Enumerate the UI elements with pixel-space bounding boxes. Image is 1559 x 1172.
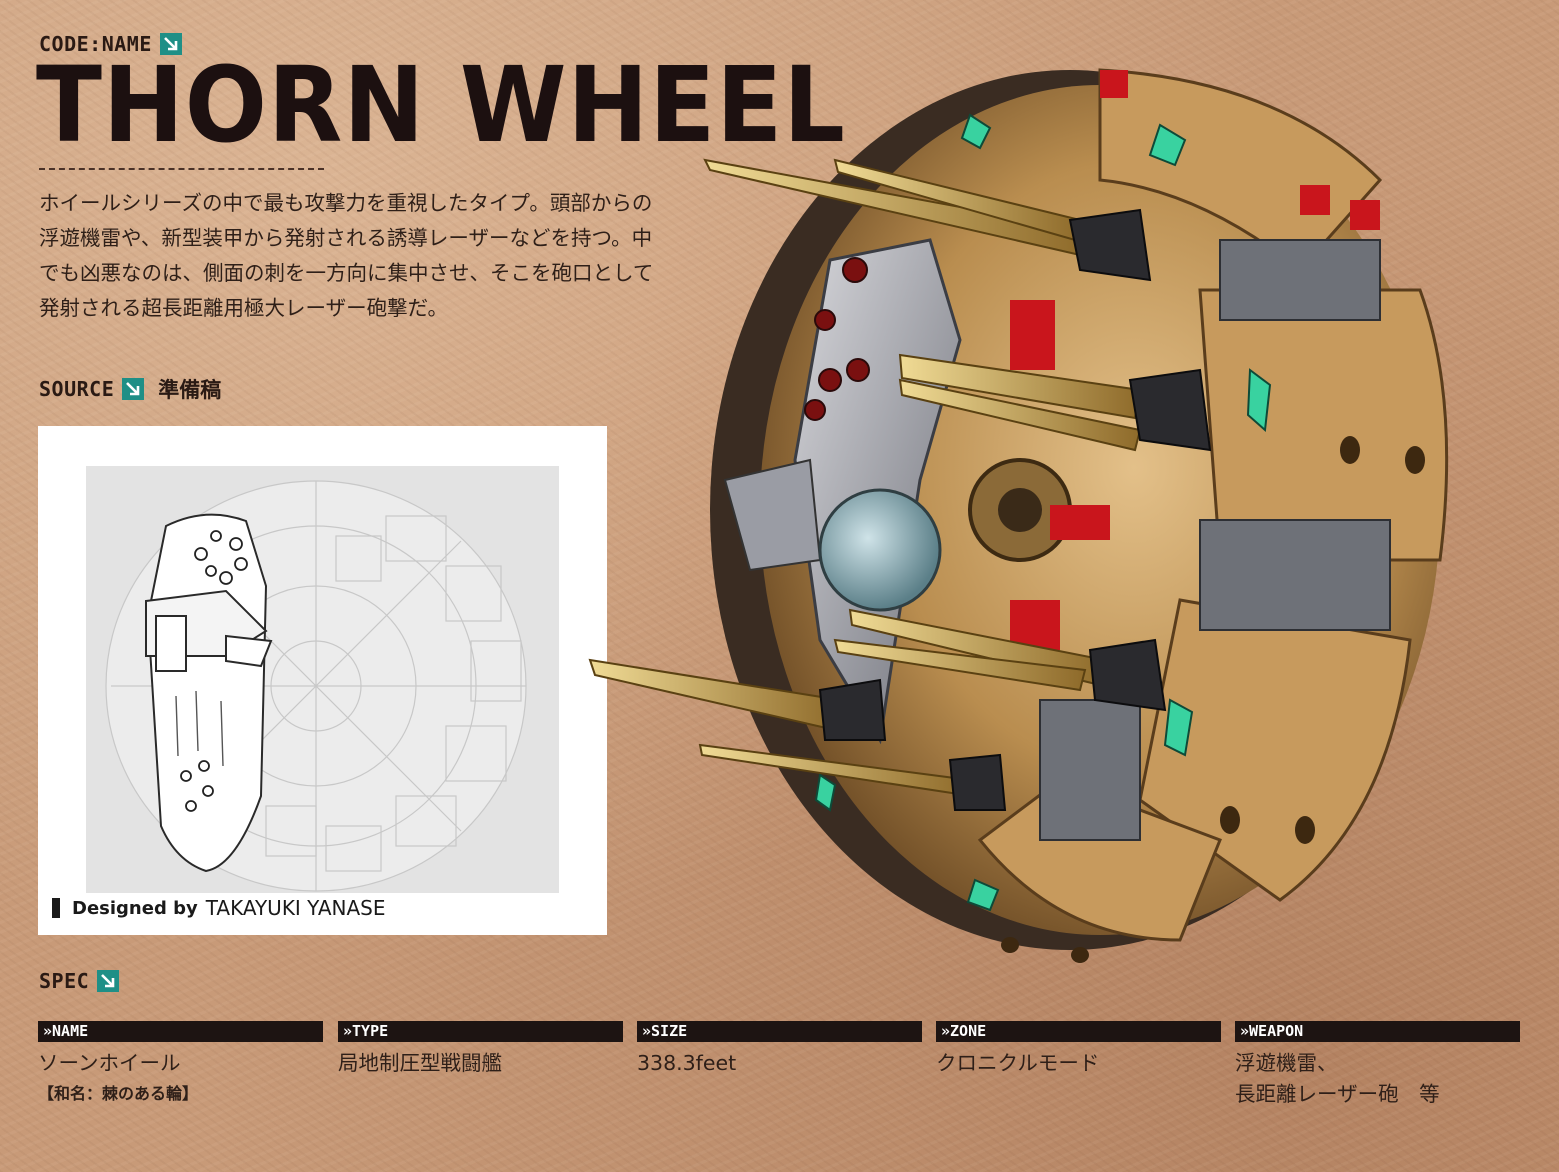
codename-label-text: CODE:NAME (39, 32, 152, 56)
spec-head: »WEAPON (1235, 1021, 1520, 1042)
page-title: THORN WHEEL (36, 44, 846, 166)
codename-label: CODE:NAME (39, 32, 182, 56)
arrow-down-right-icon (97, 970, 120, 992)
spec-label: SPEC (39, 969, 120, 993)
wireframe-sketch (105, 480, 527, 892)
designer-credit: Designed by TAKAYUKI YANASE (52, 896, 386, 920)
spec-value: 局地制圧型戦闘艦 (338, 1051, 502, 1075)
spec-value: ソーンホイール (38, 1051, 181, 1075)
spec-value-line2: 長距離レーザー砲 等 (1235, 1082, 1440, 1106)
spec-value: クロニクルモード (936, 1051, 1100, 1075)
spec-head: »ZONE (936, 1021, 1221, 1042)
spec-head: »SIZE (637, 1021, 922, 1042)
arrow-down-right-icon (122, 378, 145, 400)
spec-head: »TYPE (338, 1021, 623, 1042)
title-divider (39, 168, 324, 170)
spec-col-type: »TYPE 局地制圧型戦闘艦 (338, 1021, 623, 1079)
designed-by-label: Designed by (72, 897, 198, 919)
spec-subvalue-text: 【和名：棘のある輪】 (38, 1084, 199, 1103)
spec-label-text: SPEC (39, 969, 90, 993)
spec-value: 338.3feet (637, 1051, 737, 1075)
sketch-image (86, 466, 559, 893)
spec-col-zone: »ZONE クロニクルモード (936, 1021, 1221, 1079)
source-name: 準備稿 (158, 378, 222, 402)
spec-value: 浮遊機雷、 (1235, 1051, 1338, 1075)
arrow-down-right-icon (159, 33, 182, 55)
source-label-text: SOURCE (39, 377, 115, 401)
designer-name: TAKAYUKI YANASE (205, 896, 386, 920)
credit-marker (52, 898, 60, 918)
thorn-wheel-illustration (580, 40, 1480, 970)
spec-col-weapon: »WEAPON 浮遊機雷、 長距離レーザー砲 等 (1235, 1021, 1520, 1110)
source-label: SOURCE 準備稿 (39, 374, 221, 404)
description-text: ホイールシリーズの中で最も攻撃力を重視したタイプ。頭部からの浮遊機雷や、新型装甲… (39, 191, 654, 320)
spec-col-size: »SIZE 338.3feet (637, 1021, 922, 1079)
spec-col-name: »NAME ソーンホイール 【和名：棘のある輪】 (38, 1021, 323, 1109)
sketch-card: Designed by TAKAYUKI YANASE (38, 426, 607, 935)
spec-table: »NAME ソーンホイール 【和名：棘のある輪】 »TYPE 局地制圧型戦闘艦 … (38, 1021, 1523, 1141)
spec-head: »NAME (38, 1021, 323, 1042)
spec-subvalue: 【和名：棘のある輪】 (38, 1079, 323, 1109)
